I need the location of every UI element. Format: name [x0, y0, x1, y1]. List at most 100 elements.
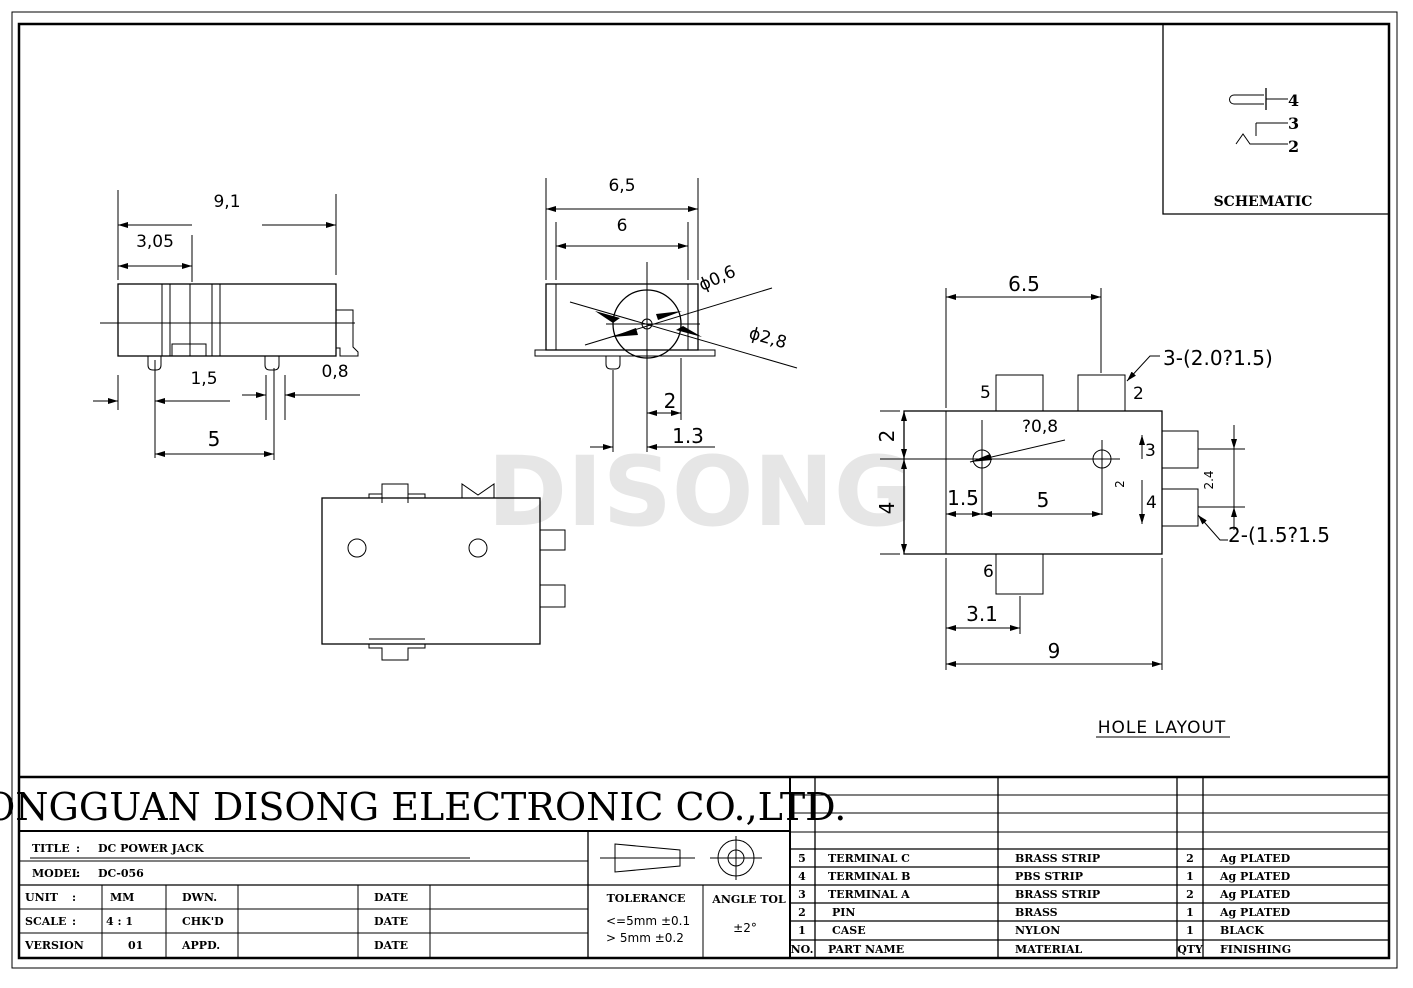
dim-hole-small-pads: 2-(1.5?1.5	[1228, 523, 1330, 547]
bom-cell: CASE	[832, 924, 866, 937]
outer-frame	[11, 11, 1398, 969]
schematic-pin-4: 4	[1288, 91, 1299, 110]
bom-header: QTY	[1177, 943, 1203, 956]
bom-cell: Ag PLATED	[1219, 906, 1291, 919]
dim-side-5: 5	[208, 427, 221, 451]
version-label: VERSION	[24, 939, 84, 952]
schematic-box: 4 3 2 SCHEMATIC	[1162, 24, 1389, 215]
bom-header: NO.	[791, 943, 814, 956]
angle-tol-label: ANGLE TOL	[711, 893, 786, 906]
watermark: DISONG	[487, 436, 912, 548]
bom-cell: 5	[798, 852, 806, 865]
appd-label: APPD.	[181, 939, 220, 952]
bom-cell: TERMINAL B	[828, 870, 910, 883]
dim-hole-2inner: 2	[1113, 480, 1127, 488]
svg-text::: :	[76, 867, 80, 880]
bom-cell: TERMINAL C	[828, 852, 910, 865]
tolerance-label: TOLERANCE	[607, 892, 686, 905]
dim-hole-5: 5	[1037, 488, 1050, 512]
bom-cell: 1	[798, 924, 806, 937]
dim-hole-4: 4	[875, 502, 899, 515]
bom-cell: 1	[1186, 870, 1194, 883]
company-name: DONGGUAN DISONG ELECTRONIC CO.,LTD.	[0, 785, 846, 829]
bom-header: FINISHING	[1220, 943, 1291, 956]
front-view: 6,5 6 ϕ0,6 ϕ2,8 2 1.3	[534, 176, 798, 452]
side-view: 9,1 3,05 1,5 0,8 5	[93, 190, 360, 460]
pad-5-label: 5	[980, 383, 991, 403]
date-label-1: DATE	[374, 891, 408, 904]
dim-hole-pads: 3-(2.0?1.5)	[1163, 346, 1273, 370]
version-value: 01	[128, 939, 143, 952]
scale-value: 4 : 1	[106, 915, 133, 928]
projection-cone	[614, 843, 681, 873]
scale-label: SCALE	[25, 915, 66, 928]
dim-front-phi28: ϕ2,8	[747, 324, 789, 354]
tolerance-line-2: > 5mm ±0.2	[606, 931, 684, 945]
title-value: DC POWER JACK	[98, 842, 204, 855]
dim-side-total: 9,1	[213, 192, 240, 212]
bom-cell: 2	[1186, 852, 1194, 865]
pad-4-label: 4	[1146, 493, 1157, 513]
dim-front-phi06: ϕ0,6	[696, 262, 739, 296]
bom-cell: TERMINAL A	[828, 888, 910, 901]
bom-cell: BRASS	[1015, 906, 1058, 919]
unit-label: UNIT	[25, 891, 59, 904]
tolerance-line-1: <=5mm ±0.1	[606, 914, 690, 928]
pad-6-label: 6	[983, 562, 994, 582]
dim-hole-2v: 2	[875, 430, 899, 443]
dim-front-2: 2	[664, 389, 677, 413]
angle-tol-value: ±2°	[733, 921, 757, 935]
bom-cell: Ag PLATED	[1219, 870, 1291, 883]
date-label-3: DATE	[374, 939, 408, 952]
bom-cell: Ag PLATED	[1219, 888, 1291, 901]
bom-cell: 1	[1186, 906, 1194, 919]
pad-3-label: 3	[1145, 441, 1156, 461]
svg-text::: :	[76, 842, 80, 855]
unit-value: MM	[110, 891, 134, 904]
dim-front-13: 1.3	[672, 424, 704, 448]
bom-cell: 4	[798, 870, 806, 883]
bom-cell: 1	[1186, 924, 1194, 937]
bom-cell: PBS STRIP	[1015, 870, 1083, 883]
dim-side-15: 1,5	[190, 369, 217, 389]
bom-cell: NYLON	[1015, 924, 1060, 937]
dim-hole-15: 1.5	[947, 486, 979, 510]
bom-cell: 2	[1186, 888, 1194, 901]
svg-text::: :	[72, 891, 76, 904]
dim-front-6: 6	[617, 216, 628, 236]
title-label: TITLE	[32, 842, 70, 855]
bom-cell: 3	[798, 888, 806, 901]
bom-cell: 2	[798, 906, 806, 919]
dim-hole-dia: ?0,8	[1022, 417, 1058, 437]
date-label-2: DATE	[374, 915, 408, 928]
title-block: DONGGUAN DISONG ELECTRONIC CO.,LTD. TITL…	[0, 775, 1389, 958]
bom-cell: Ag PLATED	[1219, 852, 1291, 865]
schematic-label: SCHEMATIC	[1214, 194, 1313, 210]
bom-cell: PIN	[832, 906, 855, 919]
dim-hole-24: 2.4	[1202, 470, 1216, 489]
bom-cell: BRASS STRIP	[1015, 852, 1100, 865]
schematic-pin-2: 2	[1288, 137, 1299, 156]
bom-cell: BLACK	[1220, 924, 1264, 937]
hole-layout: 5 2 3 4 6 6.5 3-(2.0?1.5) ?0,8 2-(1.5?1.…	[875, 272, 1330, 738]
dim-front-65: 6,5	[608, 176, 635, 196]
model-label: MODEL	[32, 867, 80, 880]
bom-header: PART NAME	[828, 943, 904, 956]
model-value: DC-056	[98, 867, 144, 880]
svg-text::: :	[72, 915, 76, 928]
dim-hole-31: 3.1	[966, 602, 998, 626]
pad-2-label: 2	[1133, 384, 1144, 404]
dim-side-08: 0,8	[321, 362, 348, 382]
schematic-pin-3: 3	[1288, 114, 1299, 133]
dwn-label: DWN.	[182, 891, 217, 904]
dim-side-305: 3,05	[136, 232, 174, 252]
bom-header: MATERIAL	[1015, 943, 1083, 956]
dim-hole-65: 6.5	[1008, 272, 1040, 296]
bom-cell: BRASS STRIP	[1015, 888, 1100, 901]
chkd-label: CHK'D	[182, 915, 224, 928]
hole-layout-caption: HOLE LAYOUT	[1098, 718, 1227, 738]
top-view	[321, 483, 566, 661]
dim-hole-9: 9	[1048, 639, 1061, 663]
